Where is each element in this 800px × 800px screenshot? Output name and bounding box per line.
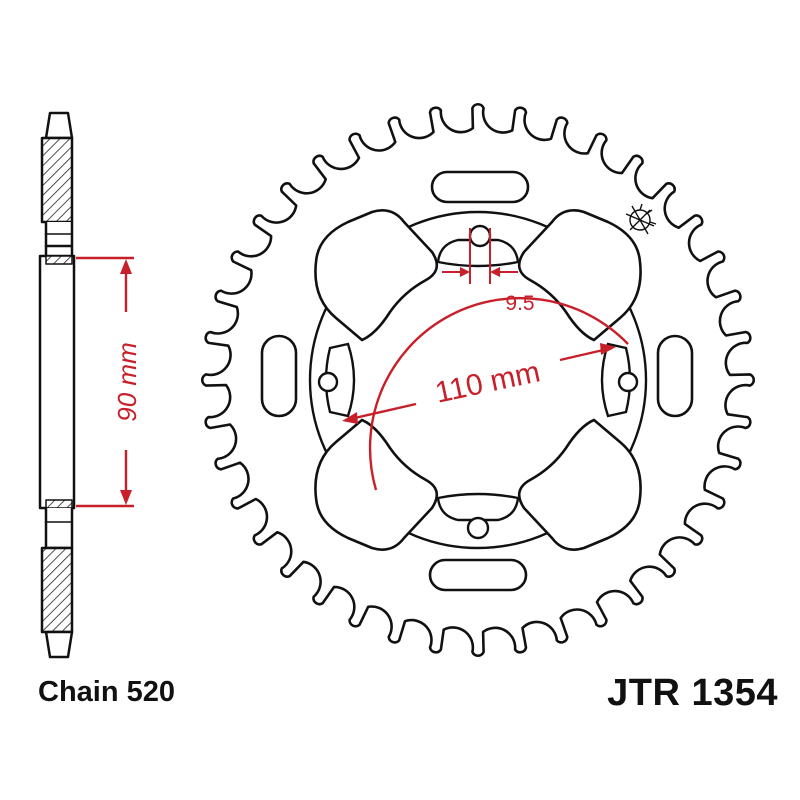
part-number-label: JTR 1354 xyxy=(607,672,778,714)
bolt-hole-bottom xyxy=(466,516,490,540)
arm-bottom-right xyxy=(517,418,642,551)
slot-bottom xyxy=(428,558,528,592)
arm-bottom-left xyxy=(314,418,439,551)
bolt-hole-arrows xyxy=(460,267,500,277)
bolt-hole-label: 9.5 xyxy=(505,292,534,315)
slot-top xyxy=(430,170,530,204)
hub-height-dimension xyxy=(76,256,134,508)
slot-left xyxy=(260,334,298,418)
hub-ring xyxy=(308,210,648,550)
bolt-holes xyxy=(317,224,639,540)
bolt-hole-left xyxy=(317,371,339,393)
bolt-hole-top xyxy=(468,224,492,248)
pcd-arrows xyxy=(342,343,616,424)
bolt-hole-right xyxy=(617,371,639,393)
hub-height-label: 90 mm xyxy=(112,342,142,421)
hub-arms xyxy=(314,209,642,551)
bolt-seat-bottom xyxy=(436,492,520,522)
bolt-seat-top xyxy=(436,238,520,268)
arm-top-right xyxy=(517,209,642,342)
chain-size-label: Chain 520 xyxy=(38,676,175,708)
arm-top-left xyxy=(314,209,439,342)
side-profile-view xyxy=(38,111,76,659)
bolt-seats xyxy=(324,238,632,522)
sprocket-front-view xyxy=(200,102,756,658)
logo-mark-icon xyxy=(625,203,657,235)
pcd-arc xyxy=(368,296,629,491)
lightening-slots xyxy=(260,170,694,592)
bolt-seat-left xyxy=(324,342,356,418)
slot-right xyxy=(656,334,694,418)
bolt-seat-right xyxy=(600,342,632,418)
